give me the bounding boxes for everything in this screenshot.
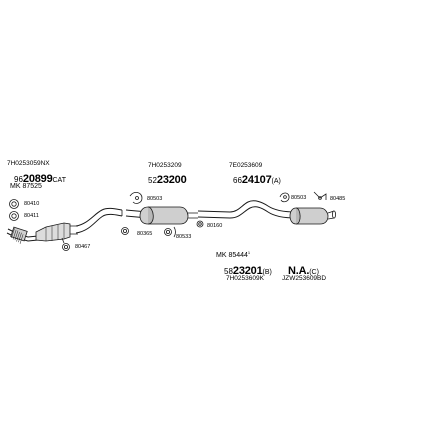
clamp-80467-icon bbox=[62, 243, 70, 251]
not-available-c: N.A.(C) bbox=[288, 265, 319, 277]
hanger-80503-icon bbox=[129, 192, 143, 204]
ref-7h0253609k: 7H0253609K bbox=[226, 275, 264, 282]
gasket-80410-icon bbox=[9, 199, 19, 209]
mk-87525: MK 87525 bbox=[10, 183, 42, 190]
label-80503-right: 80503 bbox=[291, 195, 307, 201]
hanger-80503-right-icon bbox=[279, 192, 290, 203]
intermediate-pipe-icon bbox=[75, 207, 123, 227]
gasket-80411-icon bbox=[9, 211, 19, 221]
mk-85444: MK 854441 bbox=[216, 250, 251, 260]
ref-7e0253609: 7E0253609 bbox=[229, 162, 263, 169]
label-80411: 80411 bbox=[24, 213, 39, 219]
catalytic-converter-icon bbox=[35, 222, 78, 242]
label-80365: 80365 bbox=[137, 231, 153, 237]
part-number-catalytic: 9620899CAT bbox=[14, 173, 66, 185]
ref-jzw253609bd: JZW253609BD bbox=[282, 275, 327, 282]
bracket-80485-icon bbox=[313, 191, 327, 200]
part-number-rear-silencer-a: 6624107(A) bbox=[233, 174, 281, 186]
clamp-80365-icon bbox=[121, 227, 129, 235]
label-80533: 80533 bbox=[176, 234, 192, 240]
middle-silencer-icon bbox=[125, 206, 198, 225]
label-80467: 80467 bbox=[75, 244, 91, 250]
hanger-80160-icon bbox=[196, 220, 204, 228]
part-number-middle-silencer: 5223200 bbox=[148, 174, 187, 186]
part-number-rear-silencer-b: 5823201(B) bbox=[224, 265, 272, 277]
clamp-80533-icon bbox=[164, 226, 176, 238]
label-80485: 80485 bbox=[330, 196, 346, 202]
ref-7h0253209: 7H0253209 bbox=[148, 162, 182, 169]
rear-pipe-icon bbox=[197, 200, 297, 213]
front-pipe-icon bbox=[6, 226, 39, 244]
label-80503-left: 80503 bbox=[147, 196, 163, 202]
rear-silencer-icon bbox=[289, 207, 336, 225]
label-80410: 80410 bbox=[24, 201, 40, 207]
label-80160: 80160 bbox=[207, 223, 223, 229]
ref-7h0253059nx: 7H0253059NX bbox=[7, 160, 50, 167]
